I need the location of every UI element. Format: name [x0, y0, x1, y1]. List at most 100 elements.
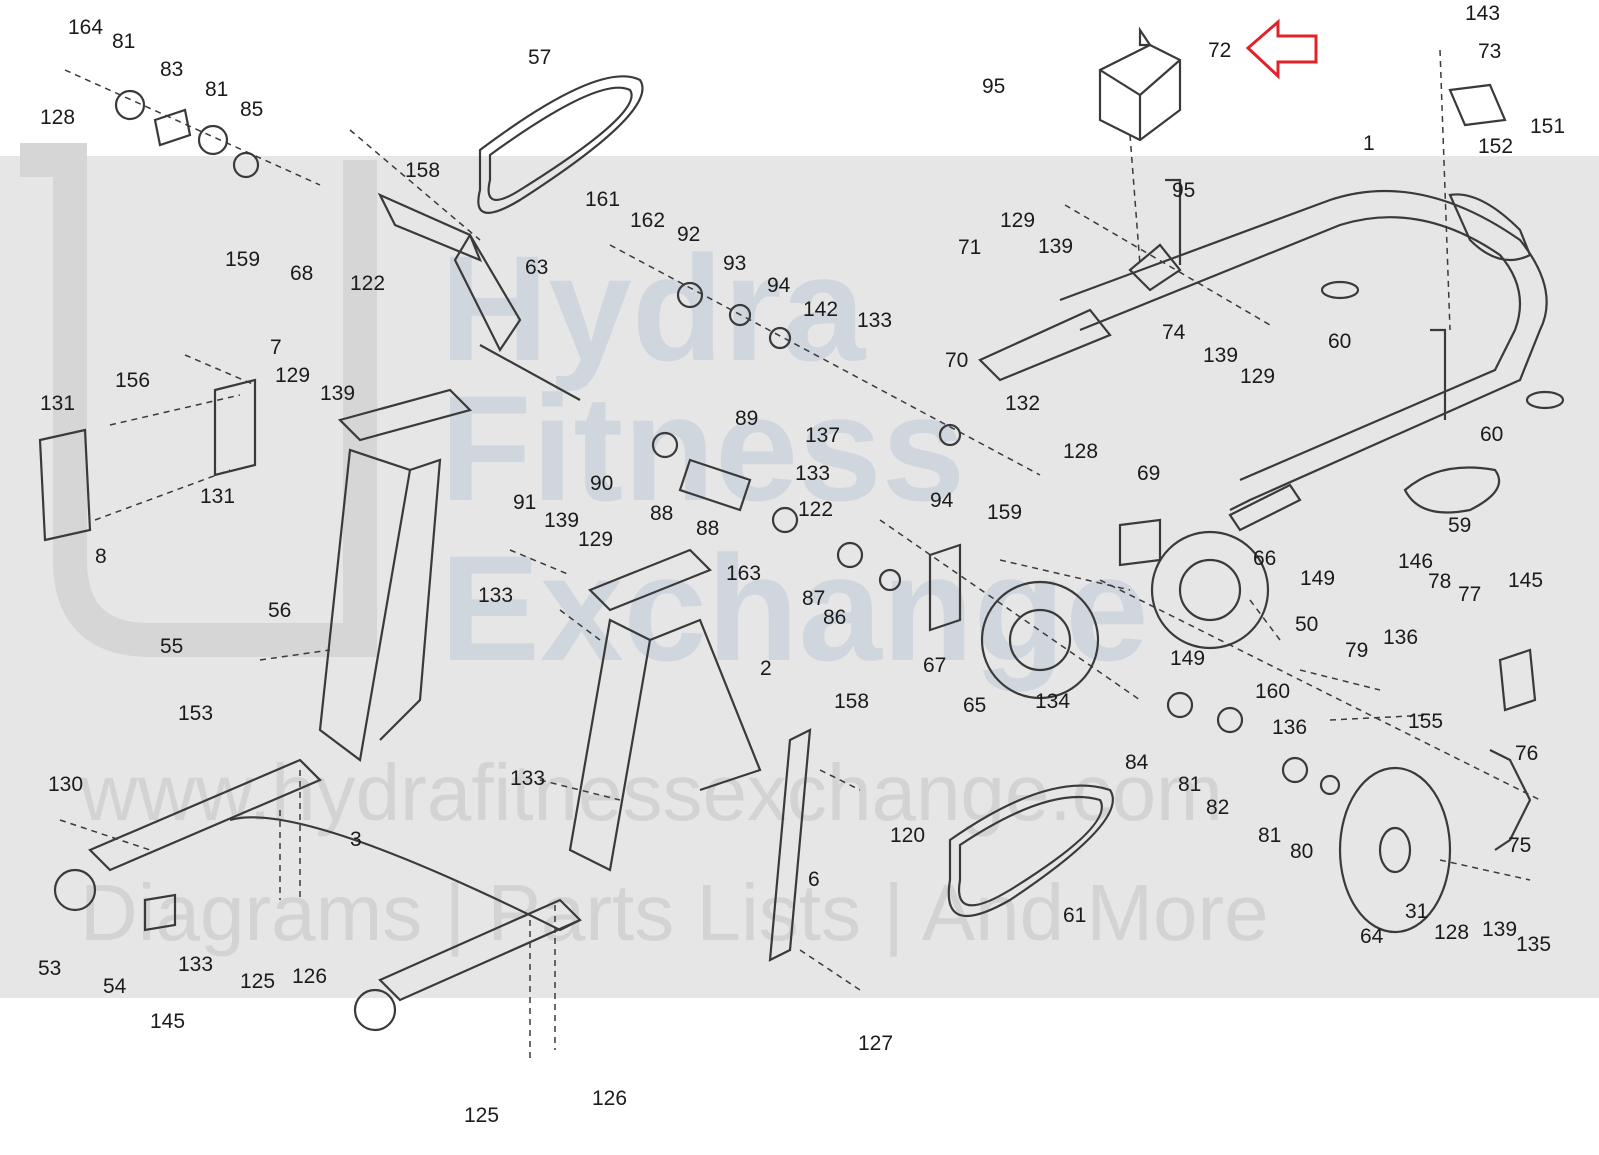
- bearing: [232, 151, 260, 179]
- part-label-143: 143: [1465, 2, 1500, 25]
- part-label-94: 94: [767, 274, 791, 297]
- part-label-60: 60: [1480, 423, 1503, 446]
- part-label-136: 136: [1272, 716, 1307, 739]
- explode-lines: [59, 49, 1541, 1060]
- part-label-93: 93: [723, 252, 746, 275]
- bearing: [651, 431, 679, 459]
- watermark-brand-line2: Fitness: [440, 364, 965, 532]
- controller-board: [38, 428, 92, 542]
- part-label-50: 50: [1295, 613, 1318, 636]
- main-frame-tube-inner: [1079, 216, 1522, 482]
- part-label-84: 84: [1125, 751, 1149, 774]
- part-label-56: 56: [268, 599, 291, 622]
- part-label-90: 90: [590, 472, 613, 495]
- base-front-stabilizer: [88, 758, 322, 872]
- part-label-139: 139: [1203, 344, 1238, 367]
- right-upright: [568, 618, 652, 872]
- part-label-76: 76: [1515, 742, 1538, 765]
- bearing: [771, 506, 799, 534]
- part-label-129: 129: [578, 528, 613, 551]
- part-label-137: 137: [805, 424, 840, 447]
- part-label-129: 129: [1000, 209, 1035, 232]
- parts-drawing: [38, 26, 1565, 1032]
- wheel: [353, 988, 397, 1032]
- bearing: [836, 541, 864, 569]
- crank-arm: [453, 232, 522, 353]
- part-label-129: 129: [1240, 365, 1275, 388]
- power-cord: [1403, 466, 1501, 514]
- base-rear-stabilizer: [378, 898, 582, 1002]
- main-frame-tube: [1059, 190, 1548, 511]
- part-label-66: 66: [1253, 547, 1276, 570]
- flywheel-65: [980, 580, 1100, 700]
- part-label-125: 125: [240, 970, 275, 993]
- part-label-7: 7: [270, 336, 282, 359]
- part-label-65: 65: [963, 694, 986, 717]
- bearing: [114, 89, 146, 121]
- part-label-136: 136: [1383, 626, 1418, 649]
- watermark-logo: [20, 143, 377, 657]
- part-label-6: 6: [808, 868, 820, 891]
- part-label-91: 91: [513, 491, 536, 514]
- part-label-155: 155: [1408, 710, 1443, 733]
- bearing: [1216, 706, 1244, 734]
- right-upright-top-plate: [588, 548, 712, 612]
- part-label-153: 153: [178, 702, 213, 725]
- part-label-88: 88: [650, 502, 673, 525]
- part-label-149: 149: [1170, 647, 1205, 670]
- part-label-161: 161: [585, 188, 620, 211]
- part-label-73: 73: [1478, 40, 1501, 63]
- part-label-126: 126: [592, 1087, 627, 1110]
- part-label-139: 139: [544, 509, 579, 532]
- part-label-120: 120: [890, 824, 925, 847]
- watermark-tagline: Diagrams | Parts Lists | And More: [80, 868, 1269, 957]
- speed-sensor: [1498, 648, 1537, 712]
- part-label-126: 126: [292, 965, 327, 988]
- watermark-url: www.hydrafitnessexchange.com: [79, 748, 1223, 837]
- part-label-125: 125: [464, 1104, 499, 1127]
- part-label-160: 160: [1255, 680, 1290, 703]
- part-label-92: 92: [677, 223, 700, 246]
- part-label-80: 80: [1290, 840, 1313, 863]
- pulley-64: [1338, 766, 1452, 934]
- wheel: [53, 868, 97, 912]
- spacer: [153, 108, 192, 147]
- part-label-67: 67: [923, 654, 946, 677]
- part-label-135: 135: [1516, 933, 1551, 956]
- part-label-145: 145: [150, 1010, 185, 1033]
- part-label-59: 59: [1448, 514, 1471, 537]
- part-label-129: 129: [275, 364, 310, 387]
- left-upright-top-plate: [337, 388, 473, 442]
- part-label-132: 132: [1005, 392, 1040, 415]
- part-label-61: 61: [1063, 904, 1086, 927]
- drive-belt-lower: [947, 784, 1114, 917]
- part-label-122: 122: [350, 272, 385, 295]
- part-label-83: 83: [160, 58, 183, 81]
- part-label-88: 88: [696, 517, 719, 540]
- flywheel-66: [1150, 530, 1270, 650]
- part-label-128: 128: [40, 106, 75, 129]
- part-label-81: 81: [1258, 824, 1281, 847]
- motor-shaft: [1138, 26, 1153, 47]
- frame-post-right: [1430, 328, 1447, 420]
- part-label-151: 151: [1530, 115, 1565, 138]
- console-bracket: [213, 378, 257, 477]
- part-label-131: 131: [200, 485, 235, 508]
- part-label-85: 85: [240, 98, 263, 121]
- part-label-149: 149: [1300, 567, 1335, 590]
- part-label-74: 74: [1162, 321, 1186, 344]
- frame-bracket: [978, 308, 1112, 382]
- part-label-69: 69: [1137, 462, 1160, 485]
- watermark-brand-line1: Hydra: [440, 224, 867, 392]
- part-label-131: 131: [40, 392, 75, 415]
- part-label-1: 1: [1363, 132, 1375, 155]
- part-label-133: 133: [510, 767, 545, 790]
- part-label-64: 64: [1360, 925, 1384, 948]
- part-label-139: 139: [1038, 235, 1073, 258]
- part-label-128: 128: [1063, 440, 1098, 463]
- part-label-133: 133: [857, 309, 892, 332]
- part-label-122: 122: [798, 498, 833, 521]
